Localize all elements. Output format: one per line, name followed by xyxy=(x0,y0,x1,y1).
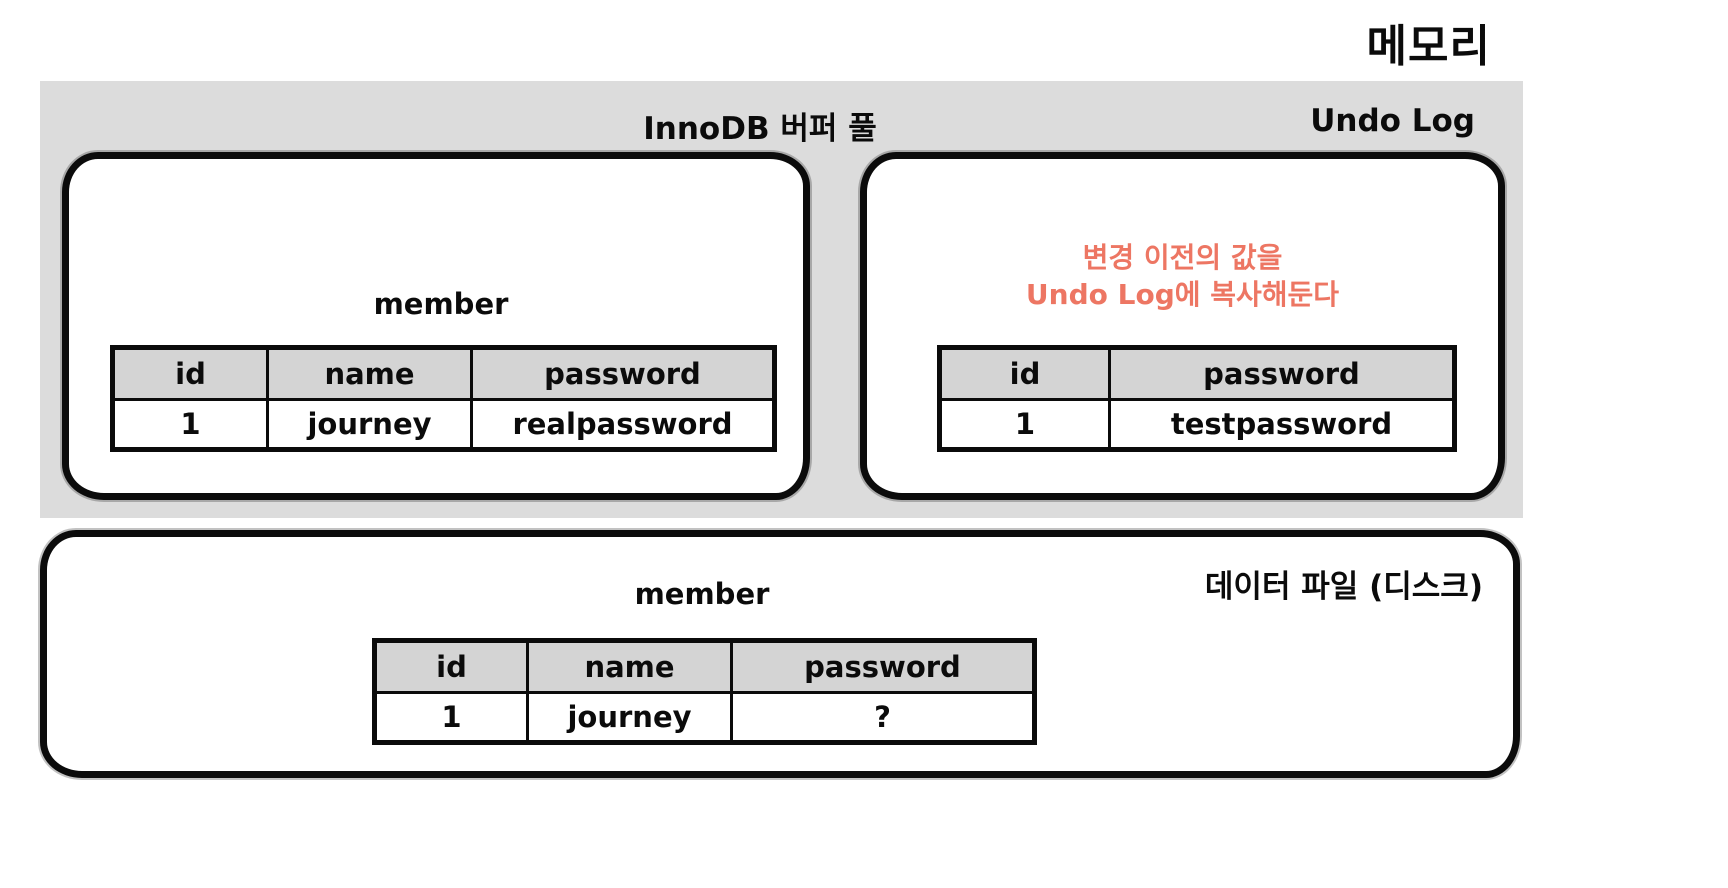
bufferpool-label: InnoDB 버퍼 풀 xyxy=(643,111,877,147)
header-cell-name: name xyxy=(526,639,733,694)
header-cell-password: password xyxy=(730,639,1036,694)
header-cell-name: name xyxy=(266,346,473,401)
disk-table-title: member xyxy=(634,577,770,611)
header-cell-id: id xyxy=(373,639,529,694)
disk-table: id name password 1 journey ? xyxy=(372,638,1037,745)
cell-password: testpassword xyxy=(1108,398,1456,451)
undo-note: 변경 이전의 값을 Undo Log에 복사해둔다 xyxy=(867,239,1498,313)
cell-id: 1 xyxy=(938,398,1111,451)
header-cell-password: password xyxy=(1108,346,1456,401)
disk-region: 데이터 파일 (디스크) member id name password 1 j… xyxy=(40,530,1520,778)
undolog-table-row: 1 testpassword xyxy=(938,398,1456,451)
undo-note-line2: Undo Log에 복사해둔다 xyxy=(1025,278,1340,311)
header-cell-password: password xyxy=(470,346,776,401)
disk-table-header-row: id name password xyxy=(373,639,1036,694)
cell-id: 1 xyxy=(111,398,269,451)
undolog-table-header-row: id password xyxy=(938,346,1456,401)
cell-name: journey xyxy=(526,691,733,744)
cell-name: journey xyxy=(266,398,473,451)
undolog-table: id password 1 testpassword xyxy=(937,345,1457,452)
header-cell-id: id xyxy=(111,346,269,401)
bufferpool-table: id name password 1 journey realpassword xyxy=(110,345,777,452)
undolog-label: Undo Log xyxy=(1310,103,1475,139)
header-cell-id: id xyxy=(938,346,1111,401)
disk-label: 데이터 파일 (디스크) xyxy=(1204,569,1483,605)
bufferpool-table-header-row: id name password xyxy=(111,346,776,401)
bufferpool-table-row: 1 journey realpassword xyxy=(111,398,776,451)
cell-password: ? xyxy=(730,691,1036,744)
undo-note-line1: 변경 이전의 값을 xyxy=(1082,241,1283,274)
cell-id: 1 xyxy=(373,691,529,744)
memory-region: InnoDB 버퍼 풀 Undo Log member id name pass… xyxy=(40,81,1523,518)
undolog-box: 변경 이전의 값을 Undo Log에 복사해둔다 id password 1 … xyxy=(860,152,1505,500)
page-title: 메모리 xyxy=(1366,21,1491,72)
disk-table-row: 1 journey ? xyxy=(373,691,1036,744)
bufferpool-box: member id name password 1 journey realpa… xyxy=(62,152,810,500)
bufferpool-table-title: member xyxy=(373,287,509,321)
cell-password: realpassword xyxy=(470,398,776,451)
